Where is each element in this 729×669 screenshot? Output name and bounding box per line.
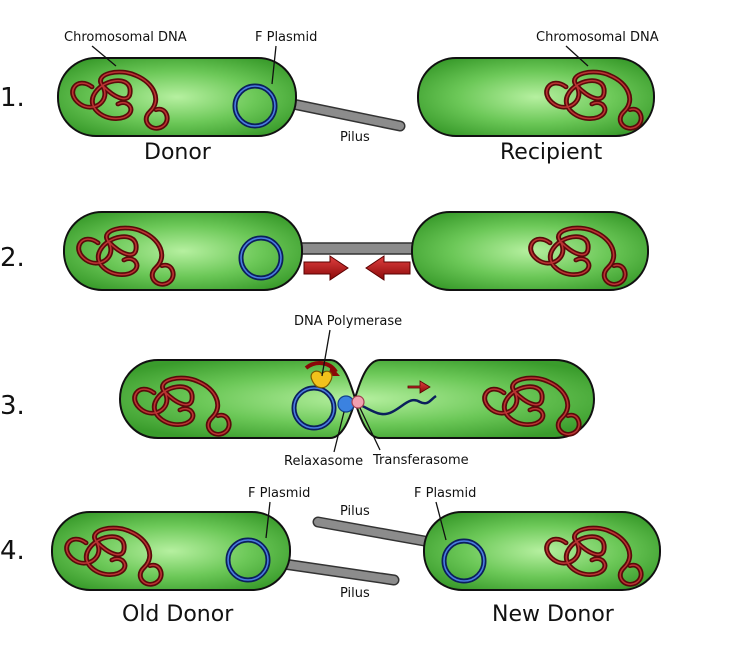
label-f-plasmid-step4-right: F Plasmid	[414, 486, 476, 501]
label-transferasome: Transferasome	[372, 453, 469, 468]
label-recipient: Recipient	[500, 140, 603, 165]
relaxase-icon	[337, 395, 355, 413]
label-dna-polymerase: DNA Polymerase	[294, 314, 402, 329]
step-4-number: 4.	[0, 536, 25, 566]
label-f-plasmid-step4-left: F Plasmid	[248, 486, 310, 501]
label-pilus-step1: Pilus	[340, 130, 370, 145]
label-chromosomal-dna-left: Chromosomal DNA	[64, 30, 187, 45]
recipient-cell	[417, 57, 655, 137]
label-pilus-step4-top: Pilus	[340, 504, 370, 519]
step-3-number: 3.	[0, 391, 25, 421]
label-chromosomal-dna-right: Chromosomal DNA	[536, 30, 659, 45]
label-relaxasome: Relaxasome	[284, 454, 363, 469]
label-donor: Donor	[144, 140, 212, 165]
transferase-icon	[351, 395, 365, 409]
step-2-number: 2.	[0, 243, 25, 273]
dna-polymerase-icon	[310, 370, 333, 389]
label-f-plasmid-step1: F Plasmid	[255, 30, 317, 45]
arrow-left-icon	[365, 255, 411, 281]
transferred-dna-strand	[357, 394, 437, 416]
step-1-number: 1.	[0, 83, 25, 113]
label-old-donor: Old Donor	[122, 602, 234, 627]
label-new-donor: New Donor	[492, 602, 615, 627]
transfer-direction-arrow-icon	[407, 380, 431, 394]
arrow-right-icon	[303, 255, 349, 281]
pilus-step2	[295, 242, 419, 255]
label-pilus-step4-bottom: Pilus	[340, 586, 370, 601]
